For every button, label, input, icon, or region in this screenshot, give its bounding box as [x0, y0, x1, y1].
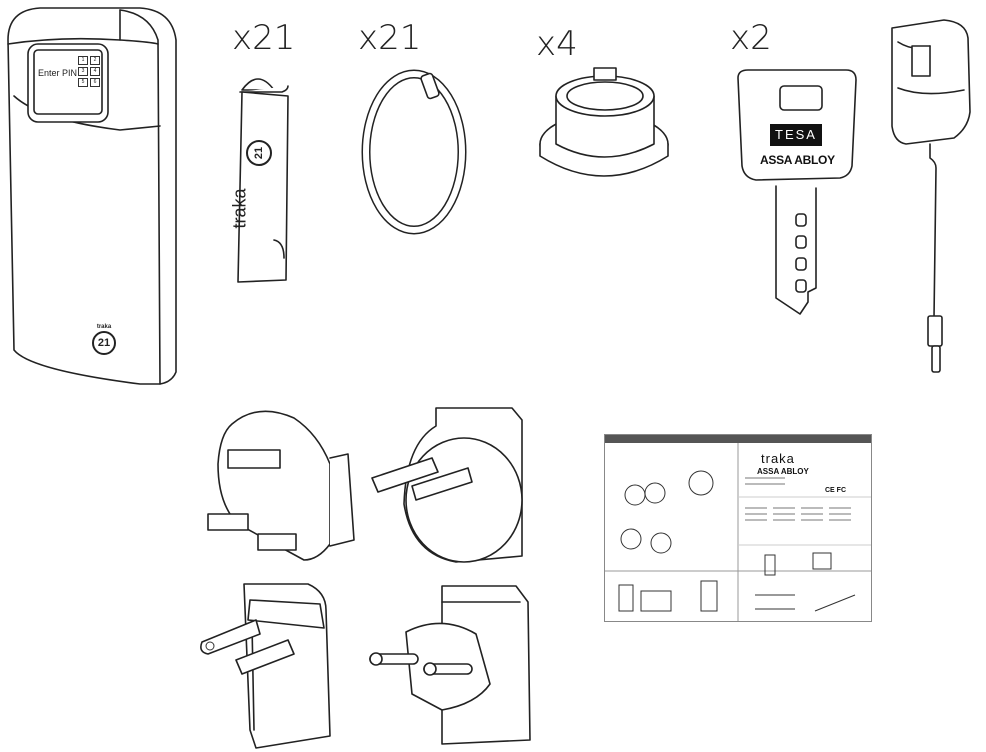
keyfob-quantity: x21	[232, 18, 296, 58]
eu-plug-adapter	[369, 585, 531, 745]
keypad-key[interactable]: 4	[90, 67, 100, 76]
us-plug-adapter	[200, 583, 331, 749]
mount-quantity: x4	[536, 24, 578, 64]
keyfob	[237, 78, 289, 283]
key-cabinet	[7, 7, 177, 385]
key-ring	[361, 69, 467, 235]
power-adapter	[891, 19, 971, 373]
keypad-grid[interactable]: 1 2 3 4 5 6	[78, 56, 100, 87]
manual-illustrations	[605, 443, 871, 621]
key-quantity: x2	[730, 18, 772, 58]
manual-header-bar	[605, 435, 871, 443]
cabinet-badge-number: 21	[92, 331, 116, 355]
keypad-key[interactable]: 5	[78, 78, 88, 87]
keypad-key[interactable]: 1	[78, 56, 88, 65]
key-brand-plate: TESA	[770, 124, 822, 146]
au-plug-adapter	[371, 407, 523, 563]
manual-marks: CE FC	[825, 487, 846, 494]
fob-brand: traka	[229, 188, 250, 229]
mounting-bracket	[539, 67, 669, 177]
manual-brand: traka	[761, 451, 795, 466]
manual-maker: ASSA ABLOY	[757, 467, 809, 476]
fob-badge-number: 21	[246, 140, 272, 166]
keypad-key[interactable]: 3	[78, 67, 88, 76]
key-maker: ASSA ABLOY	[760, 153, 835, 167]
cabinet-badge-brand: traka	[96, 324, 112, 330]
keypad-key[interactable]: 6	[90, 78, 100, 87]
cabinet-badge: traka 21	[92, 324, 116, 355]
ring-quantity: x21	[358, 18, 422, 58]
keypad-prompt: Enter PIN	[38, 68, 78, 78]
quick-start-manual: traka ASSA ABLOY CE FC	[604, 434, 872, 622]
keypad-key[interactable]: 2	[90, 56, 100, 65]
tesa-key	[737, 69, 857, 315]
uk-plug-adapter	[207, 410, 355, 561]
